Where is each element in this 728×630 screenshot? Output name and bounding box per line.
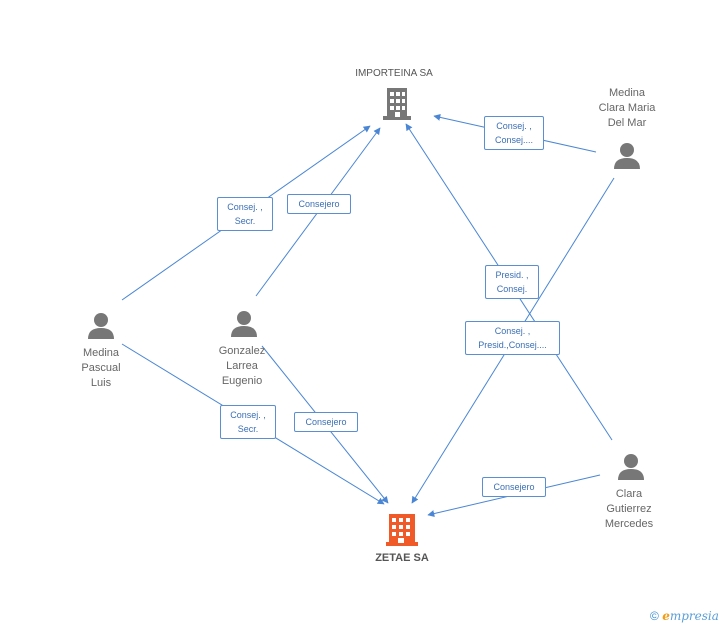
person-name-line: Medina [608, 87, 646, 99]
person-name-line: Mercedes [604, 518, 654, 530]
person-label-medina-clara[interactable]: Medina Clara Maria Del Mar [582, 86, 672, 131]
edge-role-line: Secr. [237, 424, 259, 434]
person-icon-medina-clara[interactable] [614, 143, 640, 169]
edge-role-line: Consejero [493, 482, 535, 492]
edge-label-gutierrez-zetae[interactable]: Consejero [482, 477, 546, 497]
edge-role-line: Consej. [496, 284, 528, 294]
brand-logo: empresia [662, 609, 719, 623]
company-label-zetae[interactable]: ZETAE SA [375, 552, 429, 564]
building-icon-zetae[interactable] [386, 514, 418, 546]
company-label-importeina[interactable]: IMPORTEINA SA [355, 68, 433, 79]
edge-label-pascual-importeina[interactable]: Consej. , Secr. [217, 197, 273, 231]
edge-label-gutierrez-importeina[interactable]: Presid. , Consej. [485, 265, 539, 299]
edge-role-line: Secr. [234, 216, 256, 226]
edge-role-line: Presid.,Consej.... [478, 340, 547, 350]
edge-label-gonzalez-importeina[interactable]: Consejero [287, 194, 351, 214]
person-name-line: Clara Maria [598, 102, 656, 114]
person-name-line: Del Mar [607, 117, 647, 129]
brand-footer[interactable]: © empresia [650, 609, 719, 623]
person-name-line: Larrea [226, 360, 258, 372]
edge-role-line: Consej. , [496, 121, 532, 131]
person-label-medina-pascual[interactable]: Medina Pascual Luis [56, 346, 146, 391]
edge-label-clara-importeina[interactable]: Consej. , Consej.... [484, 116, 544, 150]
edge-label-pascual-zetae[interactable]: Consej. , Secr. [220, 405, 276, 439]
person-name-line: Eugenio [221, 375, 263, 387]
person-icon-medina-pascual[interactable] [88, 313, 114, 339]
person-icon-clara-gutierrez[interactable] [618, 454, 644, 480]
edge-role-line: Consejero [305, 417, 347, 427]
person-icon-gonzalez[interactable] [231, 311, 257, 337]
person-name-line: Gonzalez [218, 345, 266, 357]
edge-role-line: Consej. , [227, 202, 263, 212]
edge-label-clara-zetae[interactable]: Consej. , Presid.,Consej.... [465, 321, 560, 355]
edges [121, 113, 615, 517]
edge-role-line: Consej. , [494, 326, 531, 336]
edge-role-line: Presid. , [495, 270, 529, 280]
edge-label-gonzalez-zetae[interactable]: Consejero [294, 412, 358, 432]
person-name-line: Pascual [81, 362, 121, 374]
edge-role-line: Consej. , [230, 410, 266, 420]
person-name-line: Gutierrez [606, 503, 652, 515]
person-name-line: Luis [90, 377, 112, 389]
person-label-clara-gutierrez[interactable]: Clara Gutierrez Mercedes [584, 487, 674, 532]
person-label-gonzalez[interactable]: Gonzalez Larrea Eugenio [197, 344, 287, 389]
person-name-line: Clara [615, 488, 643, 500]
copyright-symbol: © [650, 609, 659, 623]
edge-role-line: Consejero [298, 199, 340, 209]
building-icon-importeina[interactable] [383, 88, 411, 120]
person-name-line: Medina [82, 347, 120, 359]
edge-role-line: Consej.... [494, 135, 534, 145]
